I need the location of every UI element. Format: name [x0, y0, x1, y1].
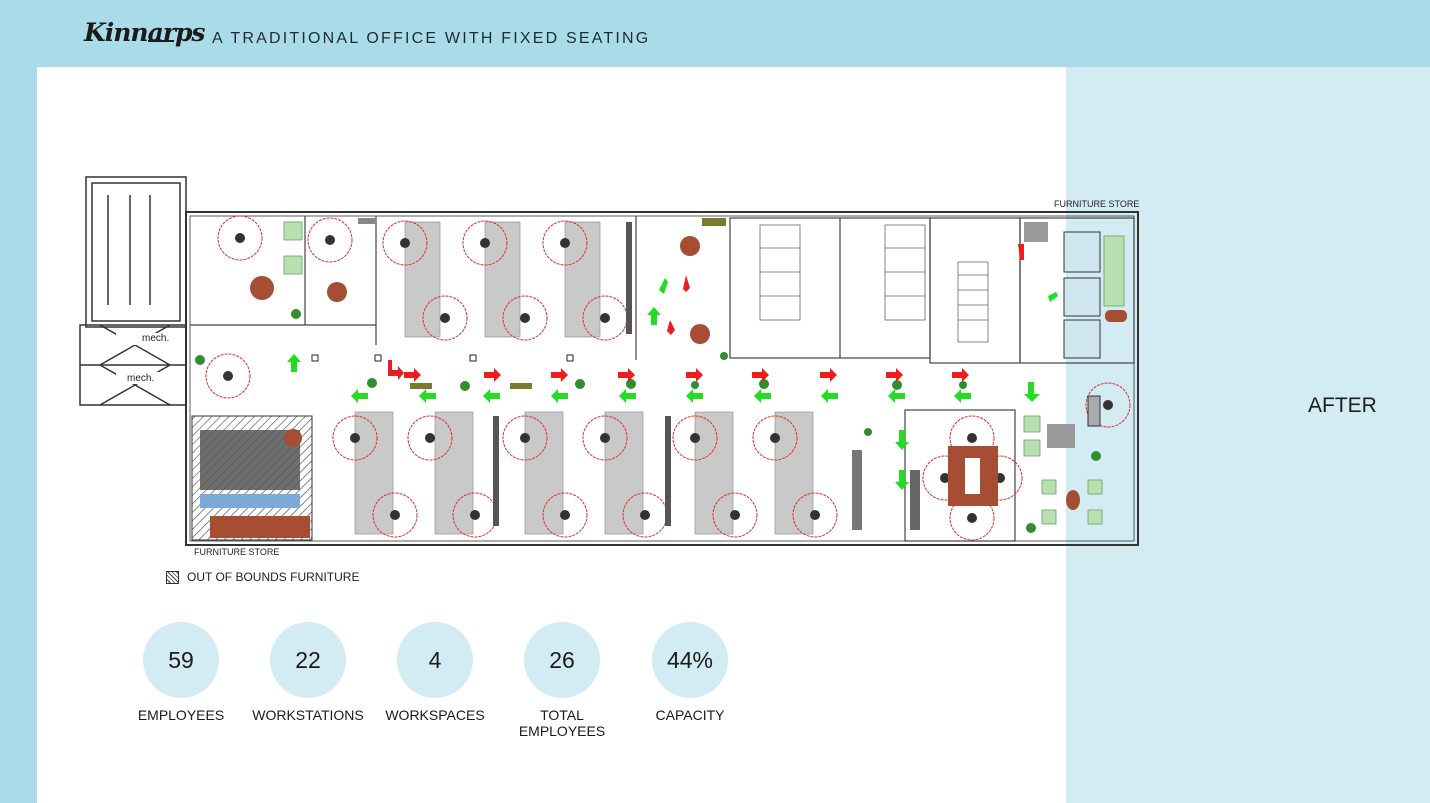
- after-panel: [1066, 67, 1430, 803]
- stat-workstations: 22 WORKSTATIONS: [243, 622, 373, 723]
- red-arrows: [388, 244, 1024, 382]
- page-title: A TRADITIONAL OFFICE WITH FIXED SEATING: [212, 30, 651, 47]
- stat-label: EMPLOYEES: [137, 707, 225, 723]
- stat-value: 59: [143, 622, 219, 698]
- stairwell-left: [79, 176, 187, 406]
- stat-label: TOTAL EMPLOYEES: [518, 707, 606, 739]
- desk-clusters: [354, 221, 814, 535]
- stat-label: CAPACITY: [655, 707, 725, 723]
- stat-value: 26: [524, 622, 600, 698]
- top-rooms: [190, 216, 1135, 542]
- plants: [195, 309, 1101, 533]
- distance-circles: [205, 215, 1131, 541]
- green-arrows: [287, 278, 1058, 490]
- chairs: [223, 233, 1113, 523]
- legend-text: OUT OF BOUNDS FURNITURE: [187, 570, 360, 584]
- logo-underline: [148, 40, 174, 42]
- kinnarps-logo: Kinnarps: [84, 18, 206, 47]
- legend: OUT OF BOUNDS FURNITURE: [166, 570, 359, 584]
- label-mech-2: mech.: [127, 373, 155, 384]
- building-outline: [185, 211, 1139, 546]
- lifts: [1063, 231, 1101, 427]
- wood-tables: [250, 236, 1127, 510]
- lounge-seating: [283, 221, 1125, 525]
- stat-value: 44%: [652, 622, 728, 698]
- stat-label: WORKSPACES: [385, 707, 485, 723]
- storage-seats: [200, 430, 310, 538]
- stat-total-employees: 26 TOTAL EMPLOYEES: [497, 622, 627, 739]
- partitions: [358, 218, 1075, 530]
- stat-label: WORKSTATIONS: [252, 707, 364, 723]
- after-label: AFTER: [1308, 394, 1377, 417]
- header-bar: Kinnarps A TRADITIONAL OFFICE WITH FIXED…: [0, 0, 1430, 67]
- label-furniture-store-bottom: FURNITURE STORE: [194, 547, 280, 557]
- toilet-cubicles: [759, 224, 989, 343]
- stat-employees: 59 EMPLOYEES: [116, 622, 246, 723]
- stat-workspaces: 4 WORKSPACES: [370, 622, 500, 723]
- label-furniture-store-top: FURNITURE STORE: [1054, 199, 1140, 209]
- columns: [311, 354, 574, 362]
- stat-value: 4: [397, 622, 473, 698]
- stat-capacity: 44% CAPACITY: [625, 622, 755, 723]
- stat-value: 22: [270, 622, 346, 698]
- label-mech-1: mech.: [142, 333, 170, 344]
- hatch-swatch: [166, 570, 179, 584]
